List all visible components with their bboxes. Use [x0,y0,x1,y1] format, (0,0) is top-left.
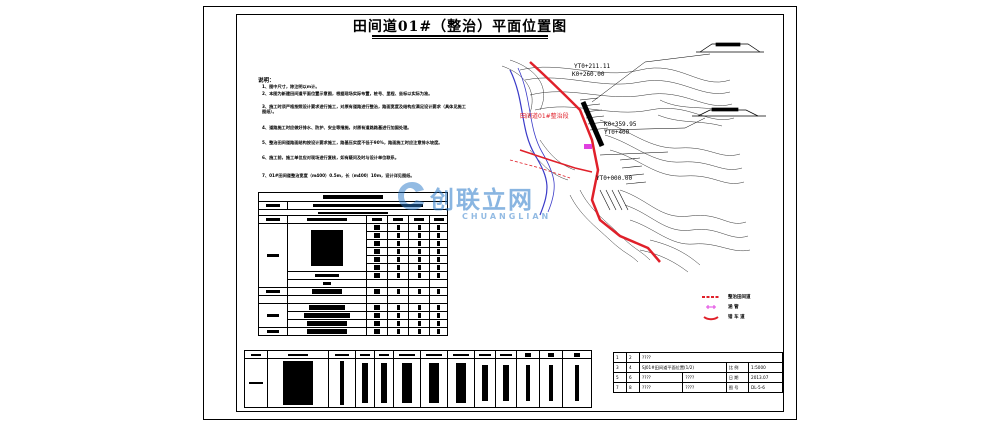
note-item: 4、道路施工时应做好排水、防护、安全等措施，对原有道路路基进行加固处理。 [262,125,412,130]
legend-label-culvert: 涵 管 [728,305,739,310]
station-label: YT0+400 [604,129,630,136]
title-block-cell: 4 [626,362,640,373]
road-branch-dashed [509,159,571,179]
title-block-cell: ???? [638,372,684,383]
title-block-cell: 1 [613,352,627,363]
title-underline [372,35,548,37]
leader-lines [591,53,711,156]
road-branch [519,149,593,173]
station-label: YT0+211.11 [574,63,611,70]
note-item: 1、图中尺寸，除注明以m计。 [262,84,320,89]
road-route [529,61,661,263]
notes-heading: 说明： [258,78,275,84]
note-item: 3、施工时须严格按照设计要求进行施工，对原有道路进行整治，路面宽度及结构应满足设… [262,104,466,114]
station-label: K0+260.00 [572,71,605,78]
title-block-cell: 2 [626,352,640,363]
legend-label-road: 整治田间道 [728,295,751,300]
scale-cell: 1:5000 [748,362,783,373]
cross-section-2 [692,107,766,117]
page-title: 田间道01#（整治）平面位置图 [352,19,568,35]
road-segment-thick [580,101,605,147]
note-item: 5、整治田间道路面结构按设计要求施工，路基压实度不低于90%，路面施工时应注意排… [262,140,443,145]
title-block-cell: ???? [682,382,727,393]
watermark-logo-icon [398,182,424,210]
title-block: 1 2 ???? 3 4 SJ01#田间道平面位置(1/2) 比 例 1:500… [613,352,783,393]
title-block-cell: ???? [639,352,783,363]
title-block-cell: 日 期 [725,372,750,383]
summary-table [244,350,592,408]
date-cell: 2013.07 [748,372,783,383]
station-label: YT0+000.00 [596,175,633,182]
station-label: K0+359.95 [604,121,637,128]
drawing-frame [236,14,784,412]
river-line [517,67,555,213]
title-block-cell: 7 [613,382,627,393]
note-item: 6、施工前，施工单位应对现场进行复核，如有疑问及时与设计单位联系。 [262,155,399,160]
hatch-area [579,97,647,211]
title-underline-thin [372,38,548,39]
title-block-cell: 6 [626,372,640,383]
title-block-cell: 图 号 [725,382,750,393]
title-block-cell: 8 [626,382,640,393]
note-item: 2、本图为新建田间道平面位置示意图，根据现场实际布置，桩号、里程、坐标以实际为准… [262,91,433,96]
title-block-cell: 5 [613,372,627,383]
culvert-marker [584,144,592,149]
watermark-subtext: CHUANGLIAN [462,212,552,221]
outer-frame [203,6,797,420]
contour-lines [501,59,751,273]
title-block-cell: 3 [613,362,627,373]
drawing-number-cell: DL-5-6 [748,382,783,393]
drawing-name-cell: SJ01#田间道平面位置(1/2) [639,362,727,373]
red-station-label: 田间道01#整治段 [520,112,569,120]
title-block-cell: 比 例 [725,362,750,373]
site-plan-map: 田间道01#整治段 YT0+211.11 K0+260.00 K0+359.95… [501,42,766,273]
watermark-text: 创联立网 [430,186,534,214]
cross-section-1 [696,42,764,53]
title-block-cell: ???? [682,372,727,383]
legend: 整治田间道 涵 管 错 车 道 [700,292,770,332]
note-item: 7、01#田间道整治宽度（m400）0.5m，长（m400）10m，设计详见图纸… [262,173,415,178]
legend-swatches [702,296,720,321]
title-block-cell: ???? [638,382,684,393]
legend-label-passing-bay: 错 车 道 [728,315,745,320]
quantity-table [258,192,448,336]
